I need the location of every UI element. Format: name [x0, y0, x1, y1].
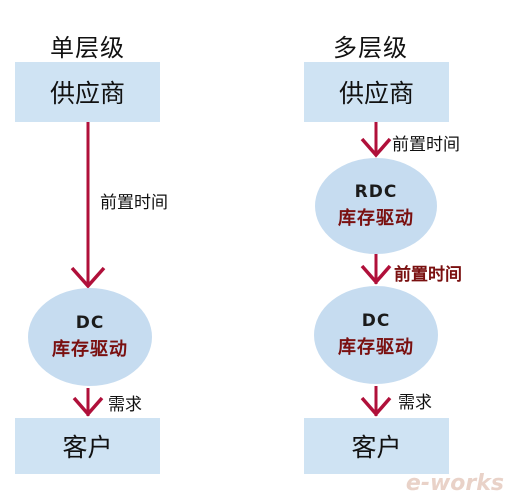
right-arrow-lead-time-1-head [360, 137, 392, 158]
right-customer-box: 客户 [304, 418, 449, 474]
left-heading: 单层级 [50, 34, 125, 62]
left-dc-label: DC [75, 313, 105, 333]
left-supplier-box: 供应商 [15, 62, 160, 122]
right-rdc-inventory-label: 库存驱动 [338, 208, 414, 229]
right-rdc-label: RDC [354, 182, 398, 202]
right-demand-label: 需求 [398, 393, 432, 413]
right-rdc-node: RDC 库存驱动 [315, 158, 437, 254]
left-arrow-lead-time-head [70, 266, 106, 289]
right-heading: 多层级 [333, 34, 408, 62]
right-lead-time-2-label: 前置时间 [394, 265, 462, 285]
left-dc-inventory-label: 库存驱动 [52, 339, 128, 360]
left-arrow-demand-head [72, 396, 104, 417]
right-arrow-lead-time-2-head [360, 264, 392, 285]
right-lead-time-1-label: 前置时间 [392, 135, 460, 155]
left-dc-node: DC 库存驱动 [28, 288, 152, 386]
right-arrow-demand-head [360, 396, 392, 417]
left-lead-time-label: 前置时间 [100, 193, 168, 213]
right-dc-label: DC [361, 311, 391, 331]
right-dc-inventory-label: 库存驱动 [338, 337, 414, 358]
right-dc-node: DC 库存驱动 [314, 286, 438, 384]
left-demand-label: 需求 [108, 395, 142, 415]
eworks-watermark-logo: e-works [405, 471, 504, 496]
right-supplier-box: 供应商 [304, 62, 449, 122]
left-customer-box: 客户 [15, 418, 160, 474]
